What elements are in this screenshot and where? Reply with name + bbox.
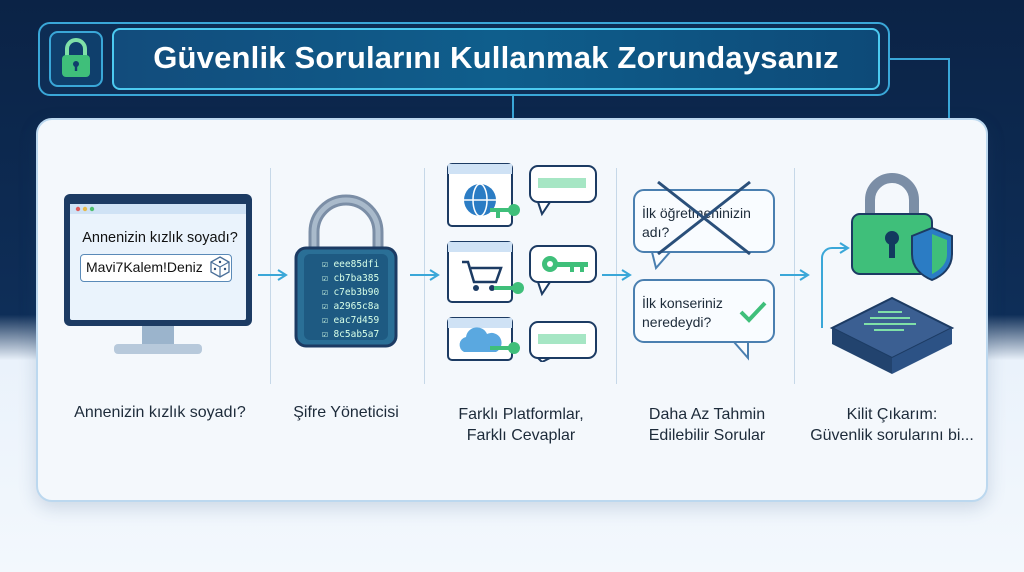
arrow-right-icon [410, 269, 440, 281]
hash-item: ☑ c7eb3b90 [322, 287, 380, 298]
connector-line [512, 96, 514, 120]
security-question-text: Annenizin kızlık soyadı? [82, 230, 238, 246]
step-label-line: Kilit Çıkarım: [846, 406, 938, 423]
step-label-line: Güvenlik sorularını bi... [810, 427, 974, 444]
arrow-right-icon [602, 269, 632, 281]
hash-item: ☑ a2965c8a [322, 301, 380, 312]
arrow-right-icon [780, 269, 810, 281]
step-label-line: Farklı Platformlar, [458, 406, 584, 423]
bubble-question-2: İlk konseriniz neredeydi? [642, 294, 723, 332]
platforms-illustration [447, 163, 597, 362]
secure-server-illustration [821, 173, 955, 374]
question-bubbles [633, 189, 775, 361]
hash-item: ☑ 8c5ab5a7 [322, 329, 380, 340]
hash-item: ☑ eee85dfi [322, 259, 380, 270]
step-label-line: Daha Az Tahmin [648, 406, 766, 423]
step-label: Farklı Platformlar, Farklı Cevaplar [436, 404, 606, 446]
page-title: Güvenlik Sorularını Kullanmak Zorundaysa… [153, 40, 839, 75]
connector-line [948, 58, 950, 120]
step-label-line: Farklı Cevaplar [466, 427, 576, 444]
step-label: Şifre Yöneticisi [293, 404, 399, 421]
answer-value: Mavi7Kalem!Deniz [86, 259, 203, 275]
dice-icon [210, 256, 230, 278]
hash-item: ☑ eac7d459 [322, 315, 380, 326]
padlock-icon [48, 30, 104, 88]
bubble-line: neredeydi? [642, 314, 712, 330]
step-label: Kilit Çıkarım: Güvenlik sorularını bi... [800, 404, 984, 446]
bubble-line: adı? [642, 224, 670, 240]
answer-field[interactable] [80, 254, 232, 282]
title-bar [112, 28, 880, 90]
check-icon [739, 301, 767, 323]
step-label: Daha Az Tahmin Edilebilir Sorular [622, 404, 792, 446]
connector-line [890, 58, 950, 60]
bubble-line: İlk konseriniz [642, 295, 723, 311]
cross-icon [657, 180, 751, 256]
arrow-right-icon [258, 269, 288, 281]
hash-item: ☑ cb7ba385 [322, 273, 380, 284]
step-label-line: Edilebilir Sorular [648, 427, 766, 444]
password-vault-icon [294, 194, 398, 348]
step-label: Annenizin kızlık soyadı? [74, 404, 246, 421]
